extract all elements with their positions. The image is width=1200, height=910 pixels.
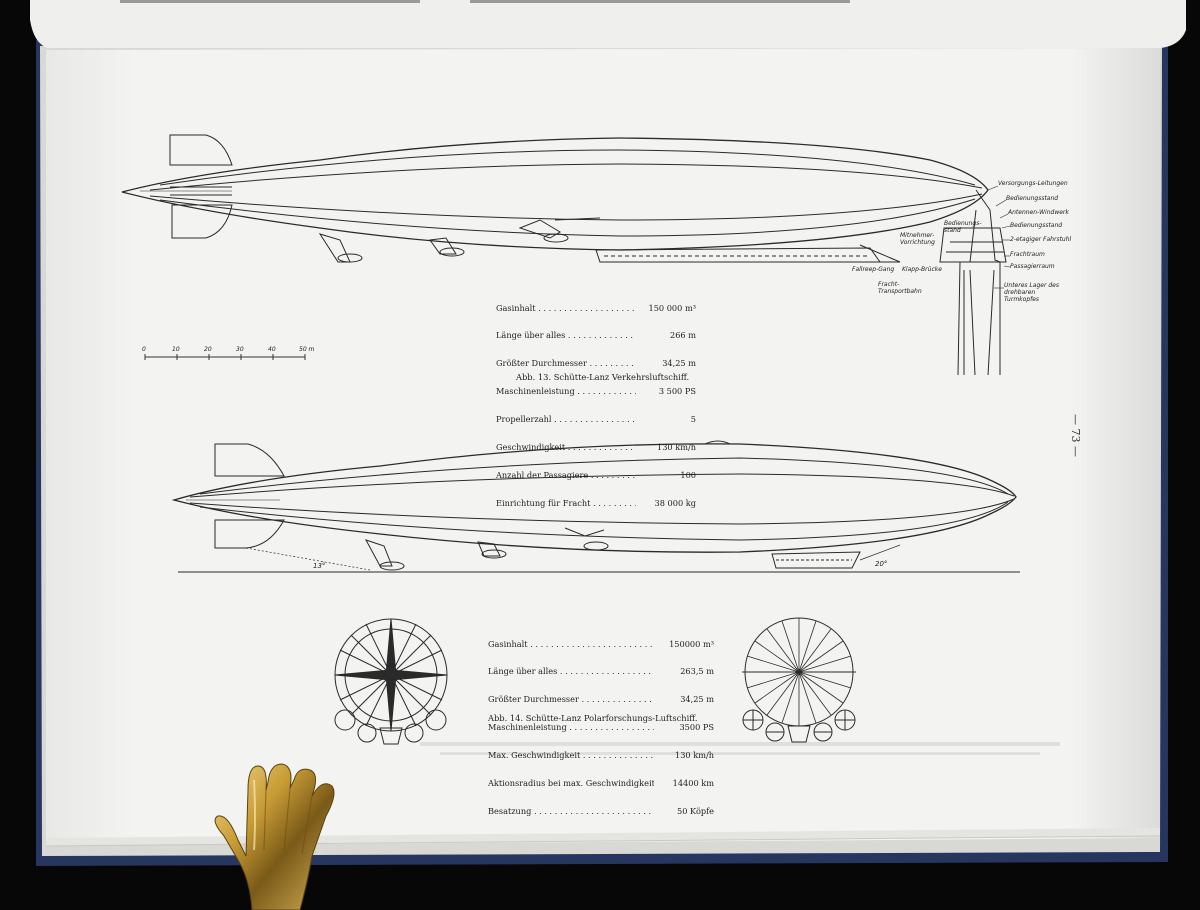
annotation: Versorgungs-Leitungen <box>998 180 1068 187</box>
annotation: Frachtraum <box>1010 251 1045 258</box>
angle-label: 20° <box>875 560 888 568</box>
spec-row: Besatzung50 Köpfe <box>488 806 714 816</box>
scale-bar <box>144 354 306 360</box>
spec-row: Geschwindigkeit130 km/h <box>496 442 696 452</box>
annotation: Klapp-Brücke <box>902 266 942 273</box>
spec-row: Maschinenleistung3500 PS <box>488 722 714 732</box>
figure14-specs: Gasinhalt150000 m³ Länge über alles263,5… <box>488 621 714 826</box>
angle-label: 13° <box>313 562 326 570</box>
figure14-caption: Abb. 14. Schütte-Lanz Polarforschungs-Lu… <box>488 713 698 723</box>
annotation: Passagierraum <box>1010 263 1055 270</box>
spec-row: Anzahl der Passagiere100 <box>496 470 696 480</box>
figure13-caption: Abb. 13. Schütte-Lanz Verkehrsluftschiff… <box>516 372 690 382</box>
cross-section-right <box>742 617 856 743</box>
airship-13-drawing <box>121 134 1011 376</box>
page-number: — 73 — <box>1069 414 1082 457</box>
figure13-specs: Gasinhalt150 000 m³ Länge über alles266 … <box>496 285 696 517</box>
spec-row: Propellerzahl5 <box>496 414 696 424</box>
previous-page-edge <box>30 0 1186 48</box>
spec-row: Einrichtung für Fracht38 000 kg <box>496 498 696 508</box>
annotation: Unteres Lager des drehbaren Turmkopfes <box>1004 282 1059 303</box>
brass-hand-page-holder <box>214 763 335 910</box>
spec-row: Länge über alles263,5 m <box>488 667 714 677</box>
annotation: Antennen-Windwerk <box>1008 209 1069 216</box>
annotation: Fallreep-Gang <box>852 266 895 273</box>
annotation: Bedienungs-stand <box>944 220 982 234</box>
scale-label: 0 <box>142 346 146 353</box>
scale-label: 20 <box>204 346 212 353</box>
spec-row: Größter Durchmesser34,25 m <box>488 695 714 705</box>
spec-row: Gasinhalt150000 m³ <box>488 639 714 649</box>
annotation: Fracht-Transportbahn <box>878 281 922 295</box>
annotation: Mitnehmer-Vorrichtung <box>900 232 935 246</box>
spec-row: Gasinhalt150 000 m³ <box>496 303 696 313</box>
scale-label: 30 <box>236 346 244 353</box>
spec-row: Größter Durchmesser34,25 m <box>496 359 696 369</box>
spec-row: Aktionsradius bei max. Geschwindigkeit14… <box>488 778 714 788</box>
annotation: 2-etagiger Fahrstuhl <box>1010 236 1072 243</box>
scale-label: 50 m <box>299 346 315 353</box>
cross-section-left <box>334 618 448 745</box>
spec-row: Max. Geschwindigkeit130 km/h <box>488 750 714 760</box>
scale-label: 10 <box>172 346 180 353</box>
annotation: Bedienungsstand <box>1006 195 1059 202</box>
scale-label: 40 <box>268 346 276 353</box>
spec-row: Maschinenleistung3 500 PS <box>496 386 696 396</box>
spec-row: Länge über alles266 m <box>496 331 696 341</box>
airship-14-drawing <box>171 440 1020 573</box>
annotation: Bedienungsstand <box>1010 222 1063 229</box>
